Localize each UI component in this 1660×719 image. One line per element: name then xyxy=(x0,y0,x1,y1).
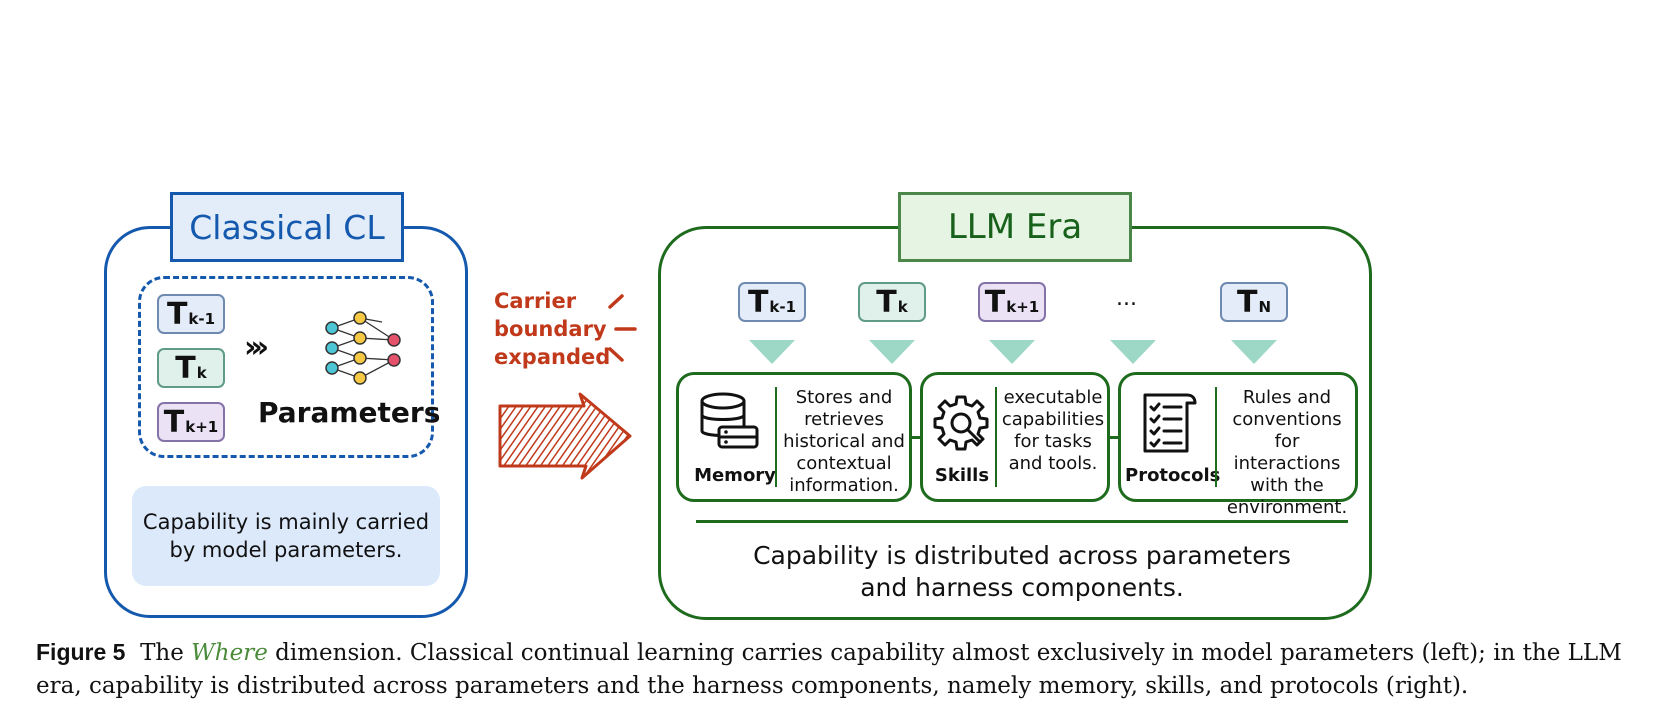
parameters-label: Parameters xyxy=(258,396,441,429)
desc-line: Stores and xyxy=(795,387,893,408)
caption-text-after: dimension. Classical continual learning … xyxy=(36,640,1622,699)
task-letter: T xyxy=(166,297,188,332)
task-subscript: k xyxy=(196,364,207,382)
task-letter: T xyxy=(1236,285,1258,320)
protocols-component: Protocols Rules and conventions for inte… xyxy=(1118,372,1358,518)
desc-line: information. xyxy=(789,475,899,496)
skills-description: executable capabilities for tasks and to… xyxy=(999,387,1107,475)
down-triangle-icon xyxy=(1110,340,1156,364)
desc-line: environment. xyxy=(1226,497,1348,518)
chevron-right-icon: ››› xyxy=(244,330,269,365)
desc-line: interactions xyxy=(1233,453,1341,474)
task-subscript: N xyxy=(1258,298,1272,316)
task-letter: T xyxy=(175,351,196,386)
task-letter: T xyxy=(747,285,769,320)
desc-line: for tasks xyxy=(1014,431,1092,452)
memory-description: Stores and retrieves historical and cont… xyxy=(779,387,909,497)
classical-cl-title: Classical CL xyxy=(170,192,404,262)
task-letter: T xyxy=(876,285,897,320)
desc-line: historical and xyxy=(783,431,905,452)
desc-line: executable xyxy=(1003,387,1103,408)
desc-line: and tools. xyxy=(1008,453,1098,474)
memory-component: Memory Stores and retrieves historical a… xyxy=(676,372,912,502)
caption-emphasis: Where xyxy=(191,640,268,666)
protocols-description: Rules and conventions for interactions w… xyxy=(1219,387,1355,519)
down-triangle-icon xyxy=(1231,340,1277,364)
carrier-boundary-label: Carrier boundary expanded xyxy=(494,287,610,371)
classical-caption-line-2: by model parameters. xyxy=(169,538,403,562)
emphasis-marks-icon xyxy=(608,294,637,362)
gear-wrench-icon xyxy=(933,395,989,451)
task-subscript: k xyxy=(897,298,908,316)
sketch-arrow-right-icon xyxy=(498,392,632,480)
desc-line: retrieves xyxy=(804,409,884,430)
task-ellipsis: ... xyxy=(1116,286,1137,311)
carrier-line-3: expanded xyxy=(494,345,611,369)
figure-label: Figure 5 xyxy=(36,639,126,665)
carrier-line-1: Carrier xyxy=(494,289,577,313)
classical-caption-line-1: Capability is mainly carried xyxy=(142,510,430,534)
classical-caption: Capability is mainly carried by model pa… xyxy=(132,486,440,586)
task-subscript: k-1 xyxy=(188,310,216,328)
task-letter: T xyxy=(984,285,1006,320)
down-triangle-icon xyxy=(749,340,795,364)
llm-era-title: LLM Era xyxy=(898,192,1132,262)
checklist-icon xyxy=(1143,393,1197,453)
neural-network-icon xyxy=(325,311,401,385)
task-subscript: k+1 xyxy=(185,418,219,436)
task-letter: T xyxy=(163,405,185,440)
protocols-name: Protocols xyxy=(1125,465,1221,486)
classical-cl-param-box xyxy=(138,276,434,458)
llm-caption: Capability is distributed across paramet… xyxy=(690,540,1354,604)
desc-line: capabilities xyxy=(1001,409,1105,430)
desc-line: contextual xyxy=(796,453,892,474)
llm-divider-rule xyxy=(696,520,1348,523)
memory-name: Memory xyxy=(694,465,776,486)
desc-line: Rules and xyxy=(1242,387,1332,408)
carrier-line-2: boundary xyxy=(494,317,607,341)
llm-caption-line-1: Capability is distributed across paramet… xyxy=(753,541,1291,570)
task-subscript: k-1 xyxy=(769,298,797,316)
component-connector xyxy=(910,436,922,439)
desc-line: with the xyxy=(1250,475,1324,496)
task-subscript: k+1 xyxy=(1006,298,1040,316)
skills-name: Skills xyxy=(934,465,990,486)
desc-line: conventions for xyxy=(1232,409,1342,452)
component-connector xyxy=(1108,436,1120,439)
llm-caption-line-2: and harness components. xyxy=(860,573,1184,602)
down-triangle-icon xyxy=(869,340,915,364)
database-icon xyxy=(700,392,759,449)
down-triangle-icon xyxy=(989,340,1035,364)
skills-component: Skills executable capabilities for tasks… xyxy=(920,372,1110,502)
figure-caption: Figure 5 The Where dimension. Classical … xyxy=(36,636,1636,703)
caption-text-before: The xyxy=(140,640,184,666)
